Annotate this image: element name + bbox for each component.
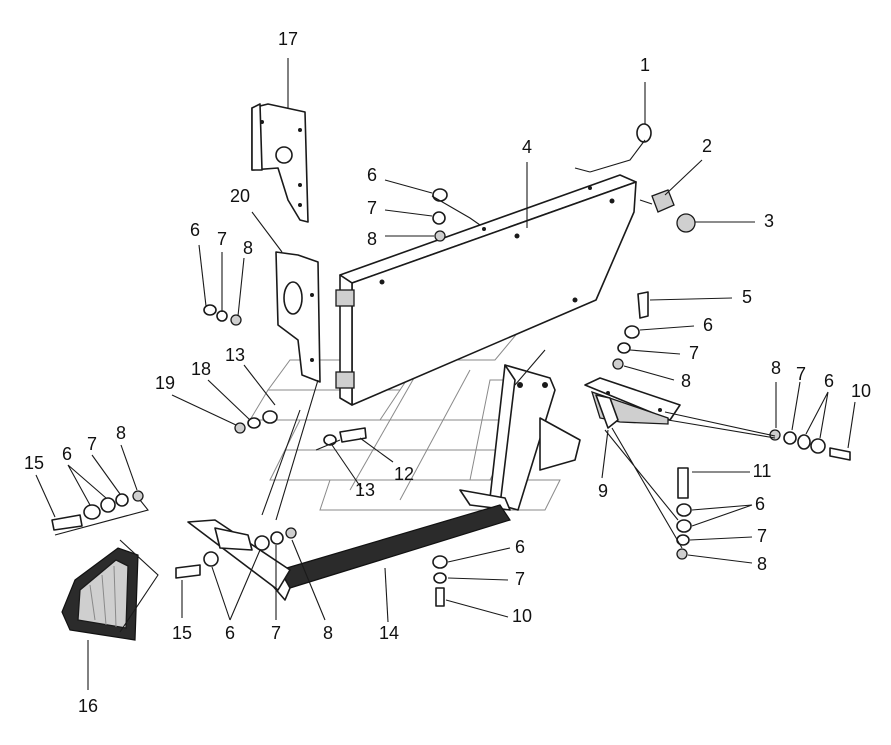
mud-flap-part-16	[61, 547, 139, 641]
upper-bracket-part-17	[251, 103, 309, 223]
callout-6-right-upper: 6	[703, 315, 713, 335]
leader-lines	[35, 58, 856, 690]
callout-3: 3	[764, 211, 774, 231]
callout-16: 16	[78, 696, 98, 716]
callout-7-left-lower: 7	[87, 434, 97, 454]
callout-7-right-upper: 7	[689, 343, 699, 363]
side-panel-part-4	[335, 174, 637, 406]
callout-8-top-panel: 8	[367, 229, 377, 249]
callout-15-left: 15	[24, 453, 44, 473]
callout-6-step: 6	[515, 537, 525, 557]
callout-7-step: 7	[515, 569, 525, 589]
callout-6-far-right: 6	[824, 371, 834, 391]
callout-18: 18	[191, 359, 211, 379]
mounting-bracket-part-9	[584, 377, 681, 429]
callout-20: 20	[230, 186, 250, 206]
callout-7-left-bracket: 7	[217, 229, 227, 249]
callout-6-left-lower: 6	[62, 444, 72, 464]
callout-6-bottom: 6	[225, 623, 235, 643]
callout-14: 14	[379, 623, 399, 643]
fasteners	[51, 123, 851, 607]
callout-4: 4	[522, 137, 532, 157]
callout-6-left-bracket: 6	[190, 220, 200, 240]
callout-11: 11	[753, 461, 772, 481]
callout-15-bottom: 15	[172, 623, 192, 643]
callout-8-left-bracket: 8	[243, 238, 253, 258]
callout-8-right-lower: 8	[757, 554, 767, 574]
callout-1: 1	[640, 55, 650, 75]
callout-12: 12	[394, 464, 414, 484]
callout-7-far-right: 7	[796, 364, 806, 384]
callout-8-far-right: 8	[771, 358, 781, 378]
callout-10-step: 10	[512, 606, 532, 626]
callout-7-right-lower: 7	[757, 526, 767, 546]
callout-8-bottom: 8	[323, 623, 333, 643]
callout-5: 5	[742, 287, 752, 307]
callout-8-right-upper: 8	[681, 371, 691, 391]
callout-6-top-panel: 6	[367, 165, 377, 185]
callout-10-far-right: 10	[851, 381, 871, 401]
callout-7-bottom: 7	[271, 623, 281, 643]
callout-19: 19	[155, 373, 175, 393]
callout-13-upper: 13	[225, 345, 245, 365]
callout-2: 2	[702, 136, 712, 156]
callout-17: 17	[278, 29, 298, 49]
step-ladder-part-14	[187, 364, 581, 601]
callout-9: 9	[598, 481, 608, 501]
callout-6-right-lower: 6	[755, 494, 765, 514]
callout-13-lower: 13	[355, 480, 375, 500]
callout-7-top-panel: 7	[367, 198, 377, 218]
callout-labels: 1 2 3 4 5 6 6 6 6 6 6 6 6 7 7 7 7 7 7 7 …	[24, 29, 871, 716]
callout-8-left-lower: 8	[116, 423, 126, 443]
side-bracket-part-20	[275, 251, 321, 383]
